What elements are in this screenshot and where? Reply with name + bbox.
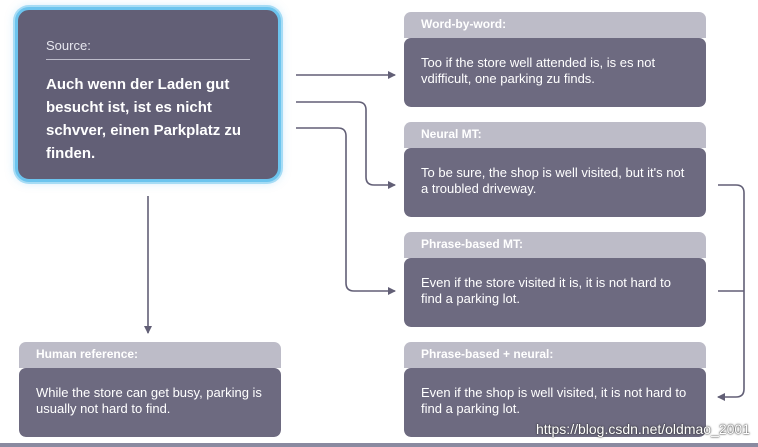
bottom-border (0, 443, 758, 447)
card-title: Neural MT: (404, 122, 706, 148)
card-phrase-based-neural: Phrase-based + neural: Even if the shop … (404, 342, 706, 437)
card-text: Too if the store well attended is, is es… (404, 38, 706, 107)
card-title: Word-by-word: (404, 12, 706, 38)
watermark: https://blog.csdn.net/oldmao_2001 (535, 421, 750, 437)
card-text: Even if the store visited it is, it is n… (404, 258, 706, 327)
card-text: To be sure, the shop is well visited, bu… (404, 148, 706, 217)
card-title: Human reference: (19, 342, 281, 368)
card-text: While the store can get busy, parking is… (19, 368, 281, 437)
card-text: Even if the shop is well visited, it is … (404, 368, 706, 437)
source-divider (46, 59, 250, 60)
card-neural-mt: Neural MT: To be sure, the shop is well … (404, 122, 706, 217)
card-title: Phrase-based MT: (404, 232, 706, 258)
source-label: Source: (46, 38, 91, 53)
card-word-by-word: Word-by-word: Too if the store well atte… (404, 12, 706, 107)
card-human-reference: Human reference: While the store can get… (19, 342, 281, 437)
source-box: Source: Auch wenn der Laden gut besucht … (15, 7, 281, 182)
arrow-to-neural-mt (296, 101, 396, 189)
source-text: Auch wenn der Laden gut besucht ist, ist… (46, 76, 242, 162)
arrow-to-phrase-based-mt (296, 127, 396, 295)
card-title: Phrase-based + neural: (404, 342, 706, 368)
card-phrase-based-mt: Phrase-based MT: Even if the store visit… (404, 232, 706, 327)
